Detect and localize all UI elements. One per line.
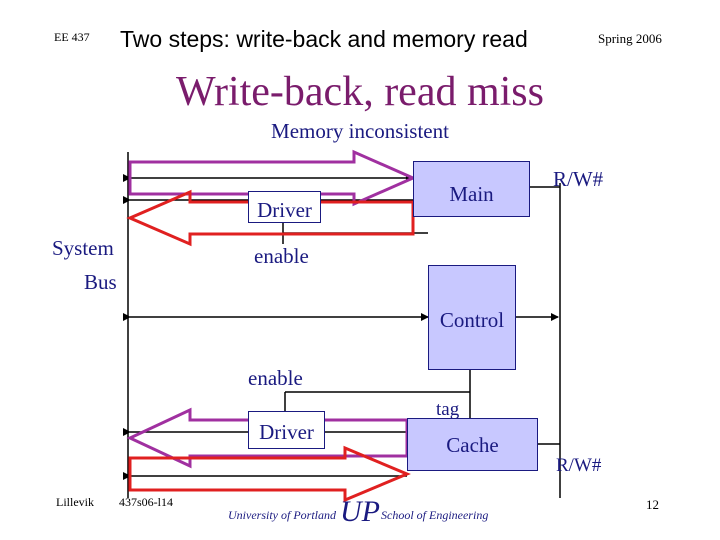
driver-bottom-box: Driver [248,411,325,449]
subheading: Memory inconsistent [271,119,449,143]
footer-university: University of Portland [228,508,336,522]
system-bus-label: System [52,236,114,260]
rw-top-label: R/W# [553,167,604,191]
write-back-arrow [128,149,417,207]
cache-box: Cache [407,418,538,471]
enable-bottom-label: enable [248,366,303,390]
slide-title: Two steps: write-back and memory read [120,26,528,52]
footer-file: 437s06-l14 [119,495,173,509]
footer-school: School of Engineering [381,508,489,522]
driver-top-box: Driver [248,191,321,223]
date: Spring 2006 [598,31,662,46]
control-label: Control [439,308,505,332]
heading: Write-back, read miss [176,69,544,115]
bus-label: Bus [84,270,117,294]
memory-read-arrow-bottom [128,445,411,503]
control-box: Control [428,265,516,370]
footer-author: Lillevik [56,495,94,509]
rw-bottom-label: R/W# [556,455,602,476]
tag-label: tag [436,399,460,420]
main-memory-box: Main [413,161,530,217]
driver-top-label: Driver [257,198,312,222]
page-number: 12 [646,497,659,512]
driver-bottom-label: Driver [259,420,314,444]
cache-label: Cache [446,433,499,457]
write-back-arrow-bottom [126,407,409,469]
enable-top-label: enable [254,244,309,268]
memory-read-arrow-top [126,189,415,247]
main-label: Main [449,182,494,206]
course-code: EE 437 [54,30,90,44]
